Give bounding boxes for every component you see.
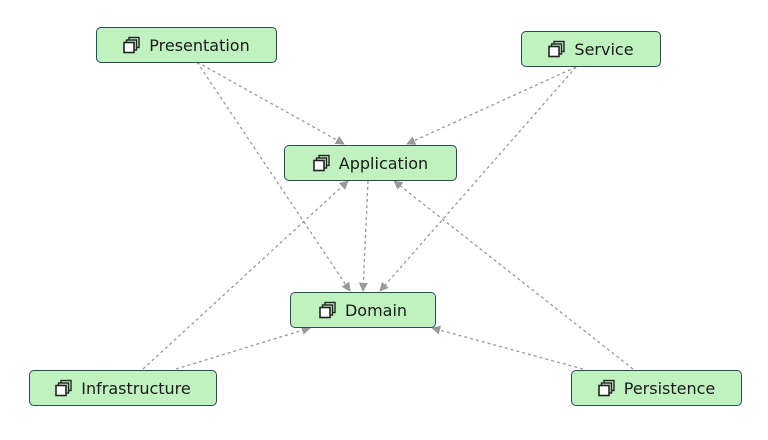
edge-service-to-application xyxy=(406,66,577,145)
node-label: Persistence xyxy=(623,378,716,398)
node-label: Presentation xyxy=(149,35,250,55)
node-persistence[interactable]: Persistence xyxy=(571,370,742,406)
node-label: Infrastructure xyxy=(81,378,191,398)
edge-infrastructure-to-application xyxy=(142,180,349,370)
package-stack-icon xyxy=(312,154,330,172)
package-stack-icon xyxy=(597,379,615,397)
node-domain[interactable]: Domain xyxy=(290,292,436,328)
node-label: Domain xyxy=(344,300,408,320)
edge-presentation-to-domain xyxy=(196,61,351,292)
edge-persistence-to-domain xyxy=(431,325,584,370)
edge-application-to-domain xyxy=(358,180,369,292)
package-stack-icon xyxy=(319,301,336,319)
package-stack-icon xyxy=(548,40,566,58)
node-service[interactable]: Service xyxy=(521,31,661,67)
node-application[interactable]: Application xyxy=(284,145,457,181)
package-stack-icon xyxy=(55,379,72,397)
node-label: Application xyxy=(338,153,429,173)
edge-infrastructure-to-domain xyxy=(175,326,311,370)
edge-presentation-to-application xyxy=(196,61,345,145)
package-stack-icon xyxy=(123,36,140,54)
node-infrastructure[interactable]: Infrastructure xyxy=(29,370,217,406)
node-presentation[interactable]: Presentation xyxy=(96,27,277,63)
edge-persistence-to-application xyxy=(393,180,634,370)
edge-service-to-domain xyxy=(379,66,577,292)
node-label: Service xyxy=(574,39,634,59)
